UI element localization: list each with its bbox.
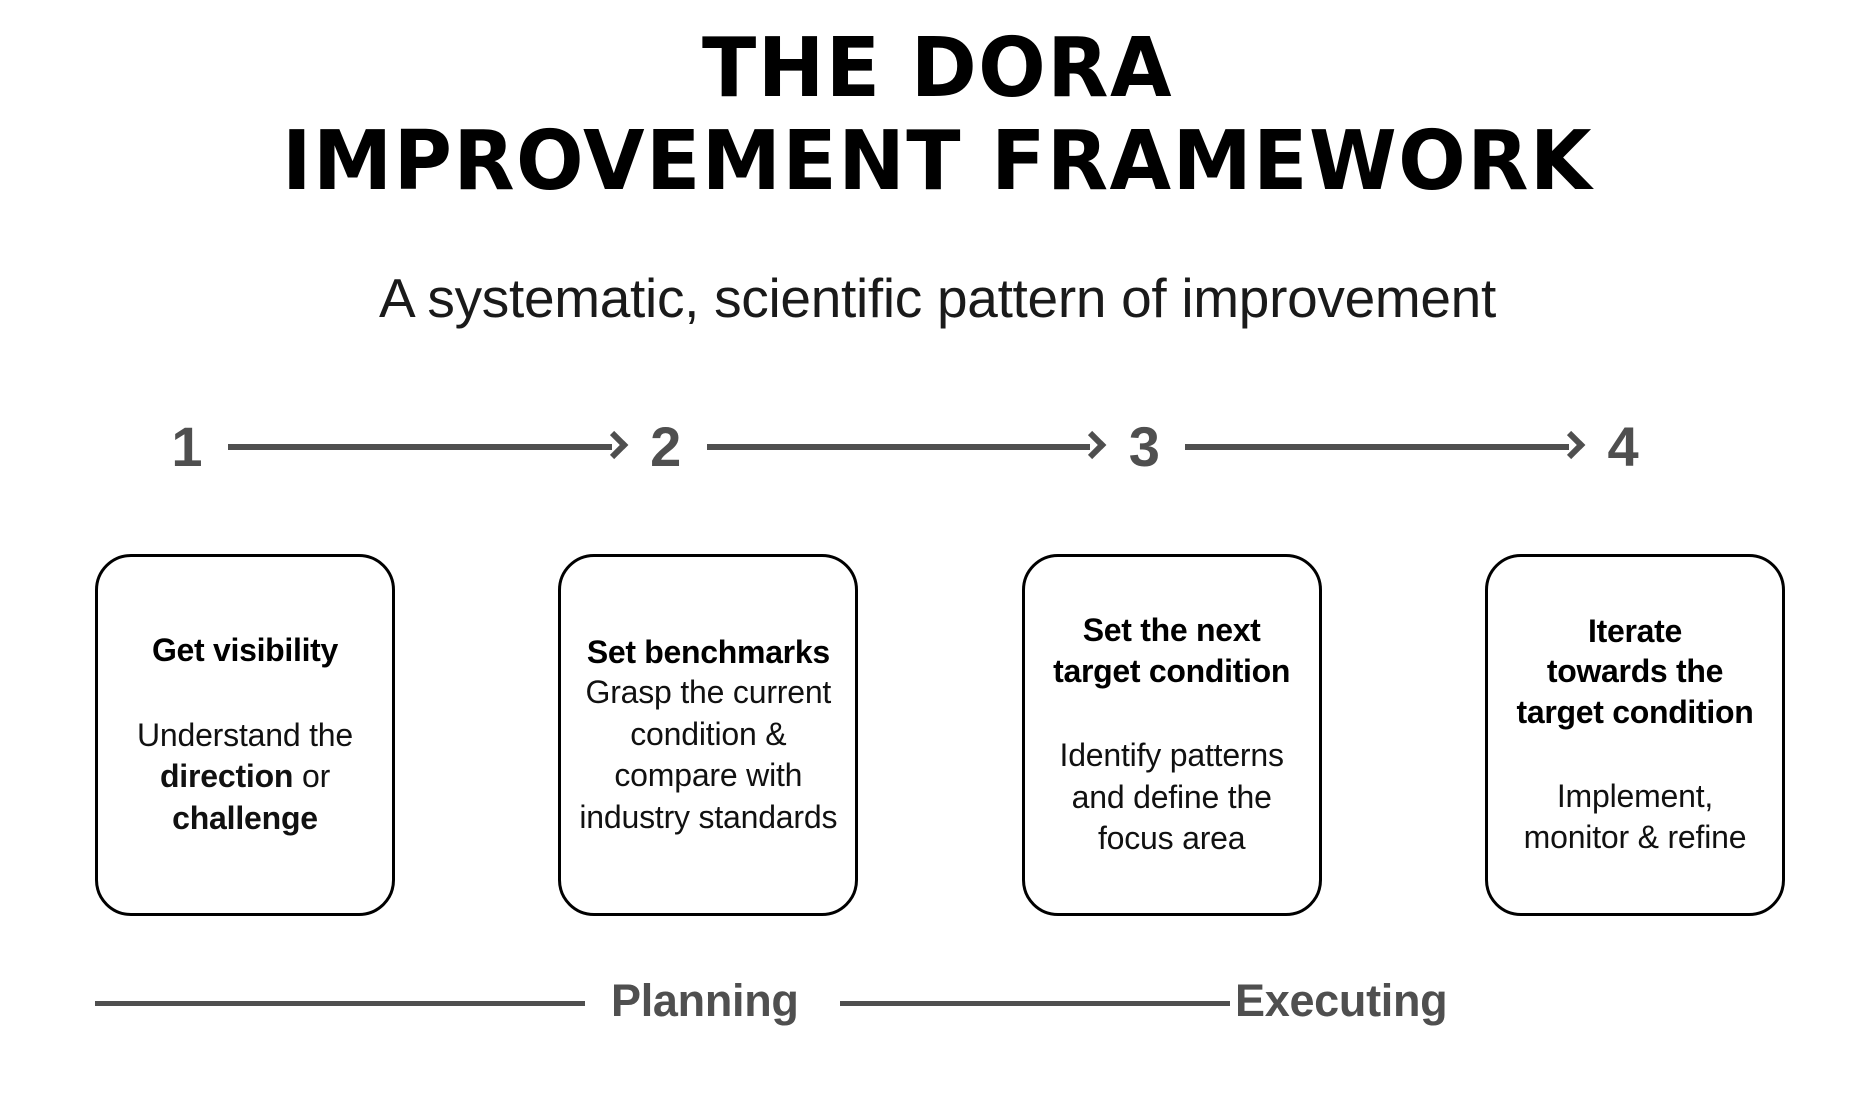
page-title: THE DORA IMPROVEMENT FRAMEWORK <box>0 22 1875 209</box>
step-card-3-heading-line2: target condition <box>1053 652 1291 689</box>
title-line-2: IMPROVEMENT FRAMEWORK <box>281 114 1594 210</box>
arrow-right-icon-3 <box>1185 430 1586 460</box>
phase-rail: Planning Executing <box>95 975 1785 1035</box>
step-card-1-body-mid: or <box>293 758 331 795</box>
arrow-right-icon-1 <box>228 430 628 460</box>
step-number-4: 4 <box>1607 415 1639 478</box>
step-card-2-body: Grasp the current condition & compare wi… <box>579 673 838 835</box>
step-card-3-body: Identify patterns and define the focus a… <box>1059 736 1284 857</box>
step-card-1-heading: Get visibility <box>151 632 339 669</box>
step-card-4-heading-line1: Iterate <box>1588 612 1682 649</box>
step-card-1-body: Understand the direction or challenge <box>112 715 378 840</box>
step-card-1-body-line1: Understand the <box>136 716 353 753</box>
step-card-1: Get visibility Understand the direction … <box>95 554 395 916</box>
phase-line-left <box>95 1001 585 1006</box>
arrow-right-icon-2 <box>706 430 1107 460</box>
page-subtitle: A systematic, scientific pattern of impr… <box>379 267 1496 329</box>
step-card-1-body-bold1: direction <box>159 758 294 795</box>
phase-label-executing: Executing <box>1235 975 1448 1026</box>
step-card-4-heading: Iterate towards the target condition <box>1517 611 1754 732</box>
step-card-3-heading-line1: Set the next <box>1082 612 1261 649</box>
step-card-list: Get visibility Understand the direction … <box>95 554 1785 916</box>
arrow-shaft <box>228 444 612 450</box>
arrow-shaft <box>706 444 1091 450</box>
step-card-4-heading-line2: towards the <box>1546 653 1724 690</box>
step-card-4-body: Implement, monitor & refine <box>1523 777 1747 856</box>
arrow-head <box>1557 430 1586 460</box>
step-card-4: Iterate towards the target condition Imp… <box>1484 554 1785 916</box>
step-number-1: 1 <box>171 415 203 478</box>
phase-line-right <box>840 1001 1230 1006</box>
step-number-2: 2 <box>650 415 682 478</box>
title-line-1: THE DORA <box>702 21 1173 116</box>
step-number-3: 3 <box>1128 415 1160 478</box>
arrow-head <box>599 430 628 460</box>
step-card-1-body-bold2: challenge <box>172 799 318 836</box>
step-card-3-heading: Set the next target condition <box>1053 610 1290 691</box>
phase-label-planning: Planning <box>611 975 799 1026</box>
step-card-4-heading-line3: target condition <box>1516 693 1754 730</box>
arrow-head <box>1078 430 1107 460</box>
step-card-3: Set the next target condition Identify p… <box>1021 554 1322 916</box>
arrow-shaft <box>1185 444 1570 450</box>
step-card-2: Set benchmarks Grasp the current conditi… <box>558 554 859 916</box>
step-card-2-heading: Set benchmarks <box>586 633 830 670</box>
step-sequence-rail: 1 2 3 4 <box>170 415 1640 479</box>
